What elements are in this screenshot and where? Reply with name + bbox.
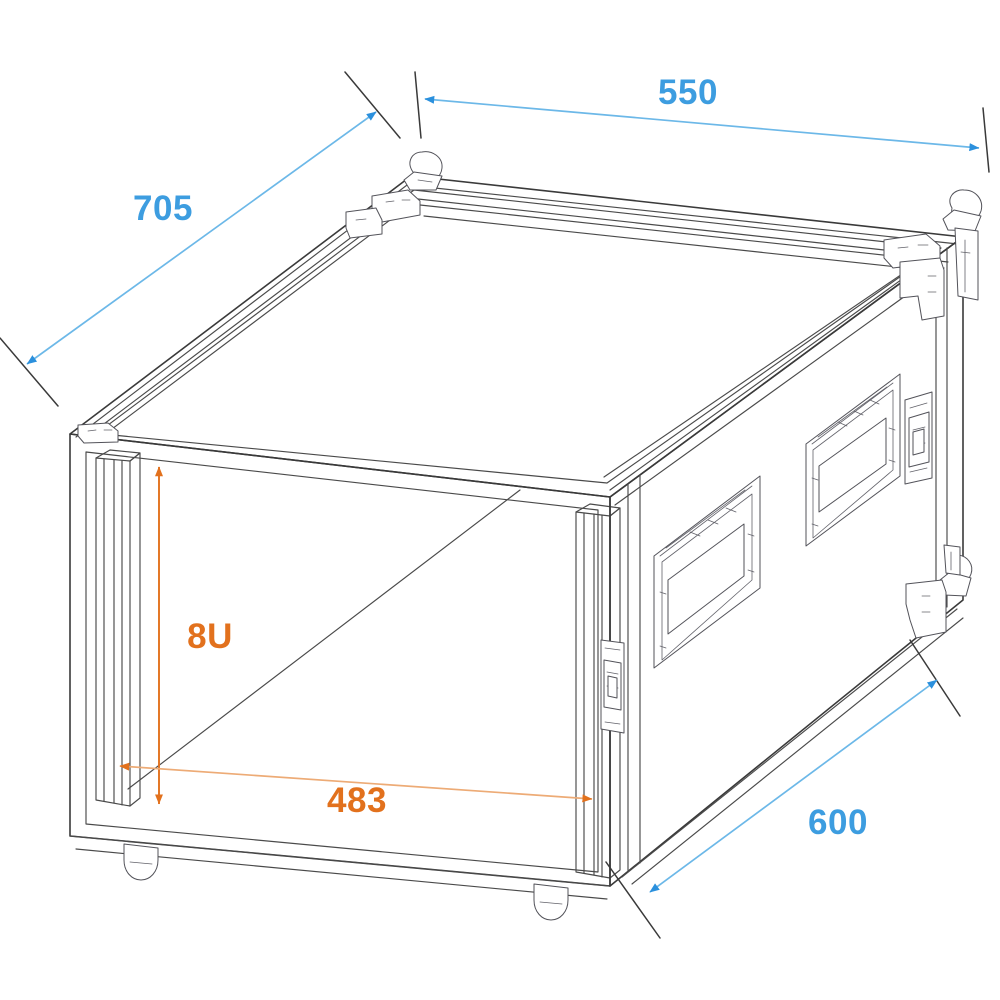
butterfly-latch-icon [600,639,625,734]
dimension-arrow-600 [649,679,938,893]
ball-corner-icon [939,544,973,597]
dimension-label-705: 705 [133,189,193,228]
dimension-width-550: 550 [414,71,990,173]
dimension-rack-units-8u: 8U [154,466,233,805]
recessed-handle-icon [653,475,761,669]
caster-wheel-icon [123,843,159,881]
extension-line-600-top [909,639,961,717]
dimension-rack-width-483: 483 [119,762,593,820]
ball-corner-icon [403,151,443,191]
dimension-arrow-550 [424,95,980,152]
extension-line-705-bottom [0,337,59,407]
extension-line-550-right [982,107,990,173]
extension-line-550-left [414,71,422,139]
dimension-depth-705: 705 [0,71,401,407]
rack-rail-left [95,449,141,807]
dimension-label-550: 550 [658,73,718,112]
dimension-arrow-483 [119,762,593,803]
caster-wheel-icon [533,883,569,921]
dimension-arrow-705 [26,111,377,365]
corner-bracket-icon [883,233,945,321]
corner-bracket-icon [905,579,947,639]
ball-corner-icon [942,189,983,301]
extension-line-600-bottom [605,861,661,939]
butterfly-latch-icon [904,391,933,485]
dimension-label-8u: 8U [187,617,233,656]
recessed-handle-icon [805,373,901,547]
case-hardware [77,151,983,921]
extension-line-705-top [344,71,401,139]
dimension-height-600: 600 [605,639,961,939]
dimension-label-483: 483 [327,781,387,820]
corner-bracket-icon [77,422,119,444]
dimension-label-600: 600 [808,803,868,842]
